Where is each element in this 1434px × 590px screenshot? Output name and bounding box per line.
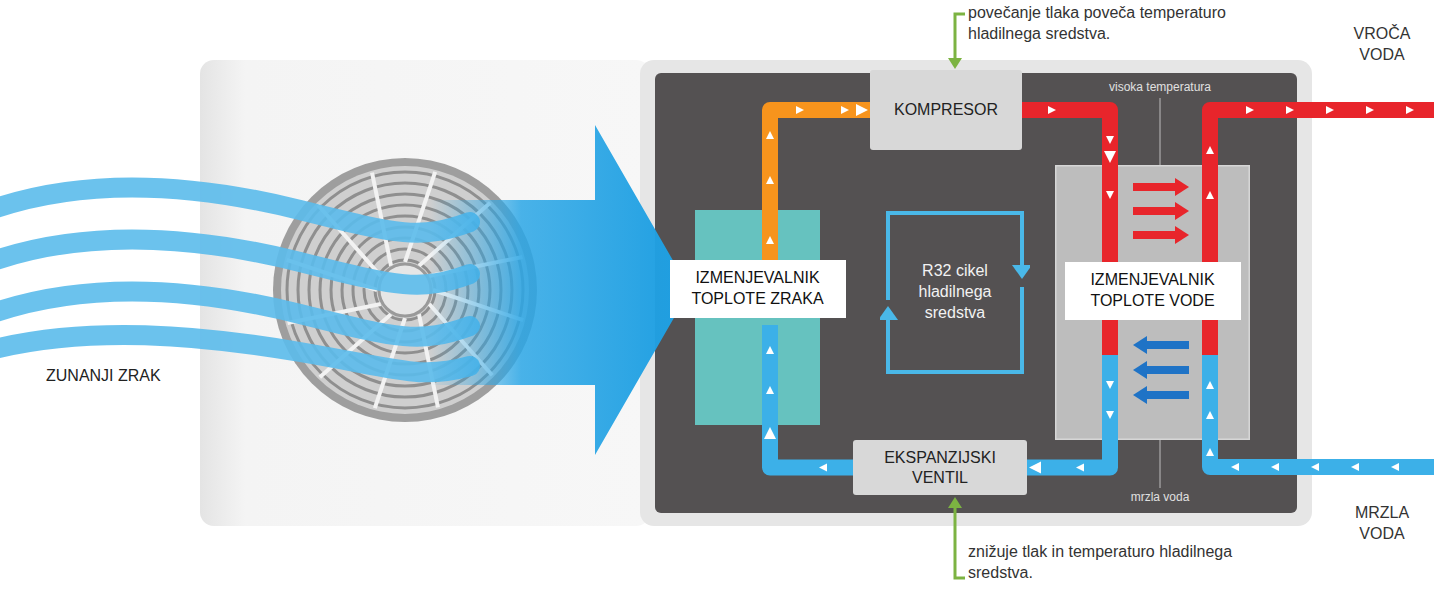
expansion-valve-box: EKSPANZIJSKI VENTIL — [853, 440, 1027, 495]
node-label: R32 cikel hladilnega sredstva — [907, 261, 1003, 323]
leader-label: mrzla voda — [1100, 490, 1220, 506]
leader-label: visoka temperatura — [1100, 80, 1220, 96]
node-label: EKSPANZIJSKI VENTIL — [863, 448, 1017, 488]
water-label: VROČA VODA — [1343, 24, 1421, 66]
refrigerant-pipe — [766, 104, 870, 210]
air-flow — [0, 187, 470, 372]
node-label: KOMPRESOR — [894, 100, 998, 120]
refrigerant-pipe — [1022, 106, 1116, 165]
refrigerant-cycle: R32 cikel hladilnega sredstva — [880, 205, 1030, 380]
air-arrow — [430, 125, 690, 455]
node-label: IZMENJEVALNIK TOPLOTE ZRAKA — [670, 260, 846, 318]
compressor-box: KOMPRESOR — [870, 70, 1022, 150]
water-label: MRZLA VODA — [1343, 503, 1421, 545]
air-label: ZUNANJI ZRAK — [46, 366, 206, 387]
air-heat-exchanger: IZMENJEVALNIK TOPLOTE ZRAKA — [695, 210, 820, 425]
water-heat-exchanger: IZMENJEVALNIK TOPLOTE VODE — [1055, 165, 1250, 440]
callout-note: povečanje tlaka poveča temperaturo hladi… — [968, 3, 1268, 45]
callout-note: znižuje tlak in temperaturo hladilnega s… — [968, 542, 1268, 584]
node-label: IZMENJEVALNIK TOPLOTE VODE — [1065, 262, 1241, 320]
refrigerant-pipe — [764, 425, 853, 472]
refrigerant-pipe — [1027, 440, 1110, 474]
